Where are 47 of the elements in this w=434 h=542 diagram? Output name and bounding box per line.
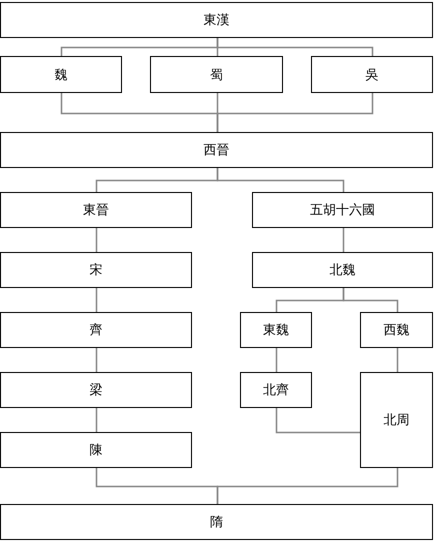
dynasty-name: 西晉 xyxy=(204,142,230,159)
connector-line xyxy=(342,228,344,252)
connector-line xyxy=(96,288,98,312)
connector-line xyxy=(396,348,398,372)
dynasty-name: 魏 xyxy=(54,66,68,84)
dynasty-box xyxy=(150,56,283,93)
dynasty-name: 吳 xyxy=(366,66,378,84)
connector-line xyxy=(276,348,278,372)
dynasty-name: 西魏 xyxy=(384,322,410,339)
dynasty-box xyxy=(0,432,192,468)
dynasty-name: 陳 xyxy=(90,442,102,459)
dynasty-box xyxy=(252,252,433,288)
dynasty-box xyxy=(0,312,192,348)
dynasty-box xyxy=(240,312,312,348)
dynasty-name: 梁 xyxy=(90,382,102,399)
dynasty-box xyxy=(360,312,433,348)
dynasty-name: 東漢 xyxy=(204,12,230,29)
dynasty-box xyxy=(0,56,122,93)
dynasty-box xyxy=(252,192,433,228)
connector-line xyxy=(342,288,398,312)
dynasty-box xyxy=(360,372,433,468)
dynasty-box xyxy=(0,372,192,408)
connector-line xyxy=(96,228,98,252)
dynasty-name: 隋 xyxy=(210,514,223,531)
connector-line xyxy=(96,348,98,372)
dynasty-name: 五胡十六國 xyxy=(310,202,375,219)
connector-line xyxy=(216,168,344,192)
dynasty-name: 東魏 xyxy=(263,322,289,339)
connector-line xyxy=(216,38,374,56)
dynasty-box xyxy=(0,132,433,168)
dynasty-box xyxy=(240,372,312,408)
dynasty-box xyxy=(0,252,192,288)
dynasty-name: 北齊 xyxy=(263,382,289,399)
dynasty-box xyxy=(0,192,192,228)
connector-line xyxy=(216,468,398,504)
dynasty-name: 齊 xyxy=(90,322,102,339)
connector-line xyxy=(276,408,360,434)
connector-line xyxy=(216,93,374,132)
dynasty-box xyxy=(311,56,433,93)
dynasty-name: 北周 xyxy=(384,412,410,429)
dynasty-name: 蜀 xyxy=(210,66,223,84)
dynasty-name: 北魏 xyxy=(330,262,356,279)
dynasty-box xyxy=(0,2,433,38)
connector-line xyxy=(96,408,98,432)
dynasty-box xyxy=(0,504,433,540)
dynasty-name: 東晉 xyxy=(83,202,109,219)
dynasty-name: 宋 xyxy=(90,262,102,279)
